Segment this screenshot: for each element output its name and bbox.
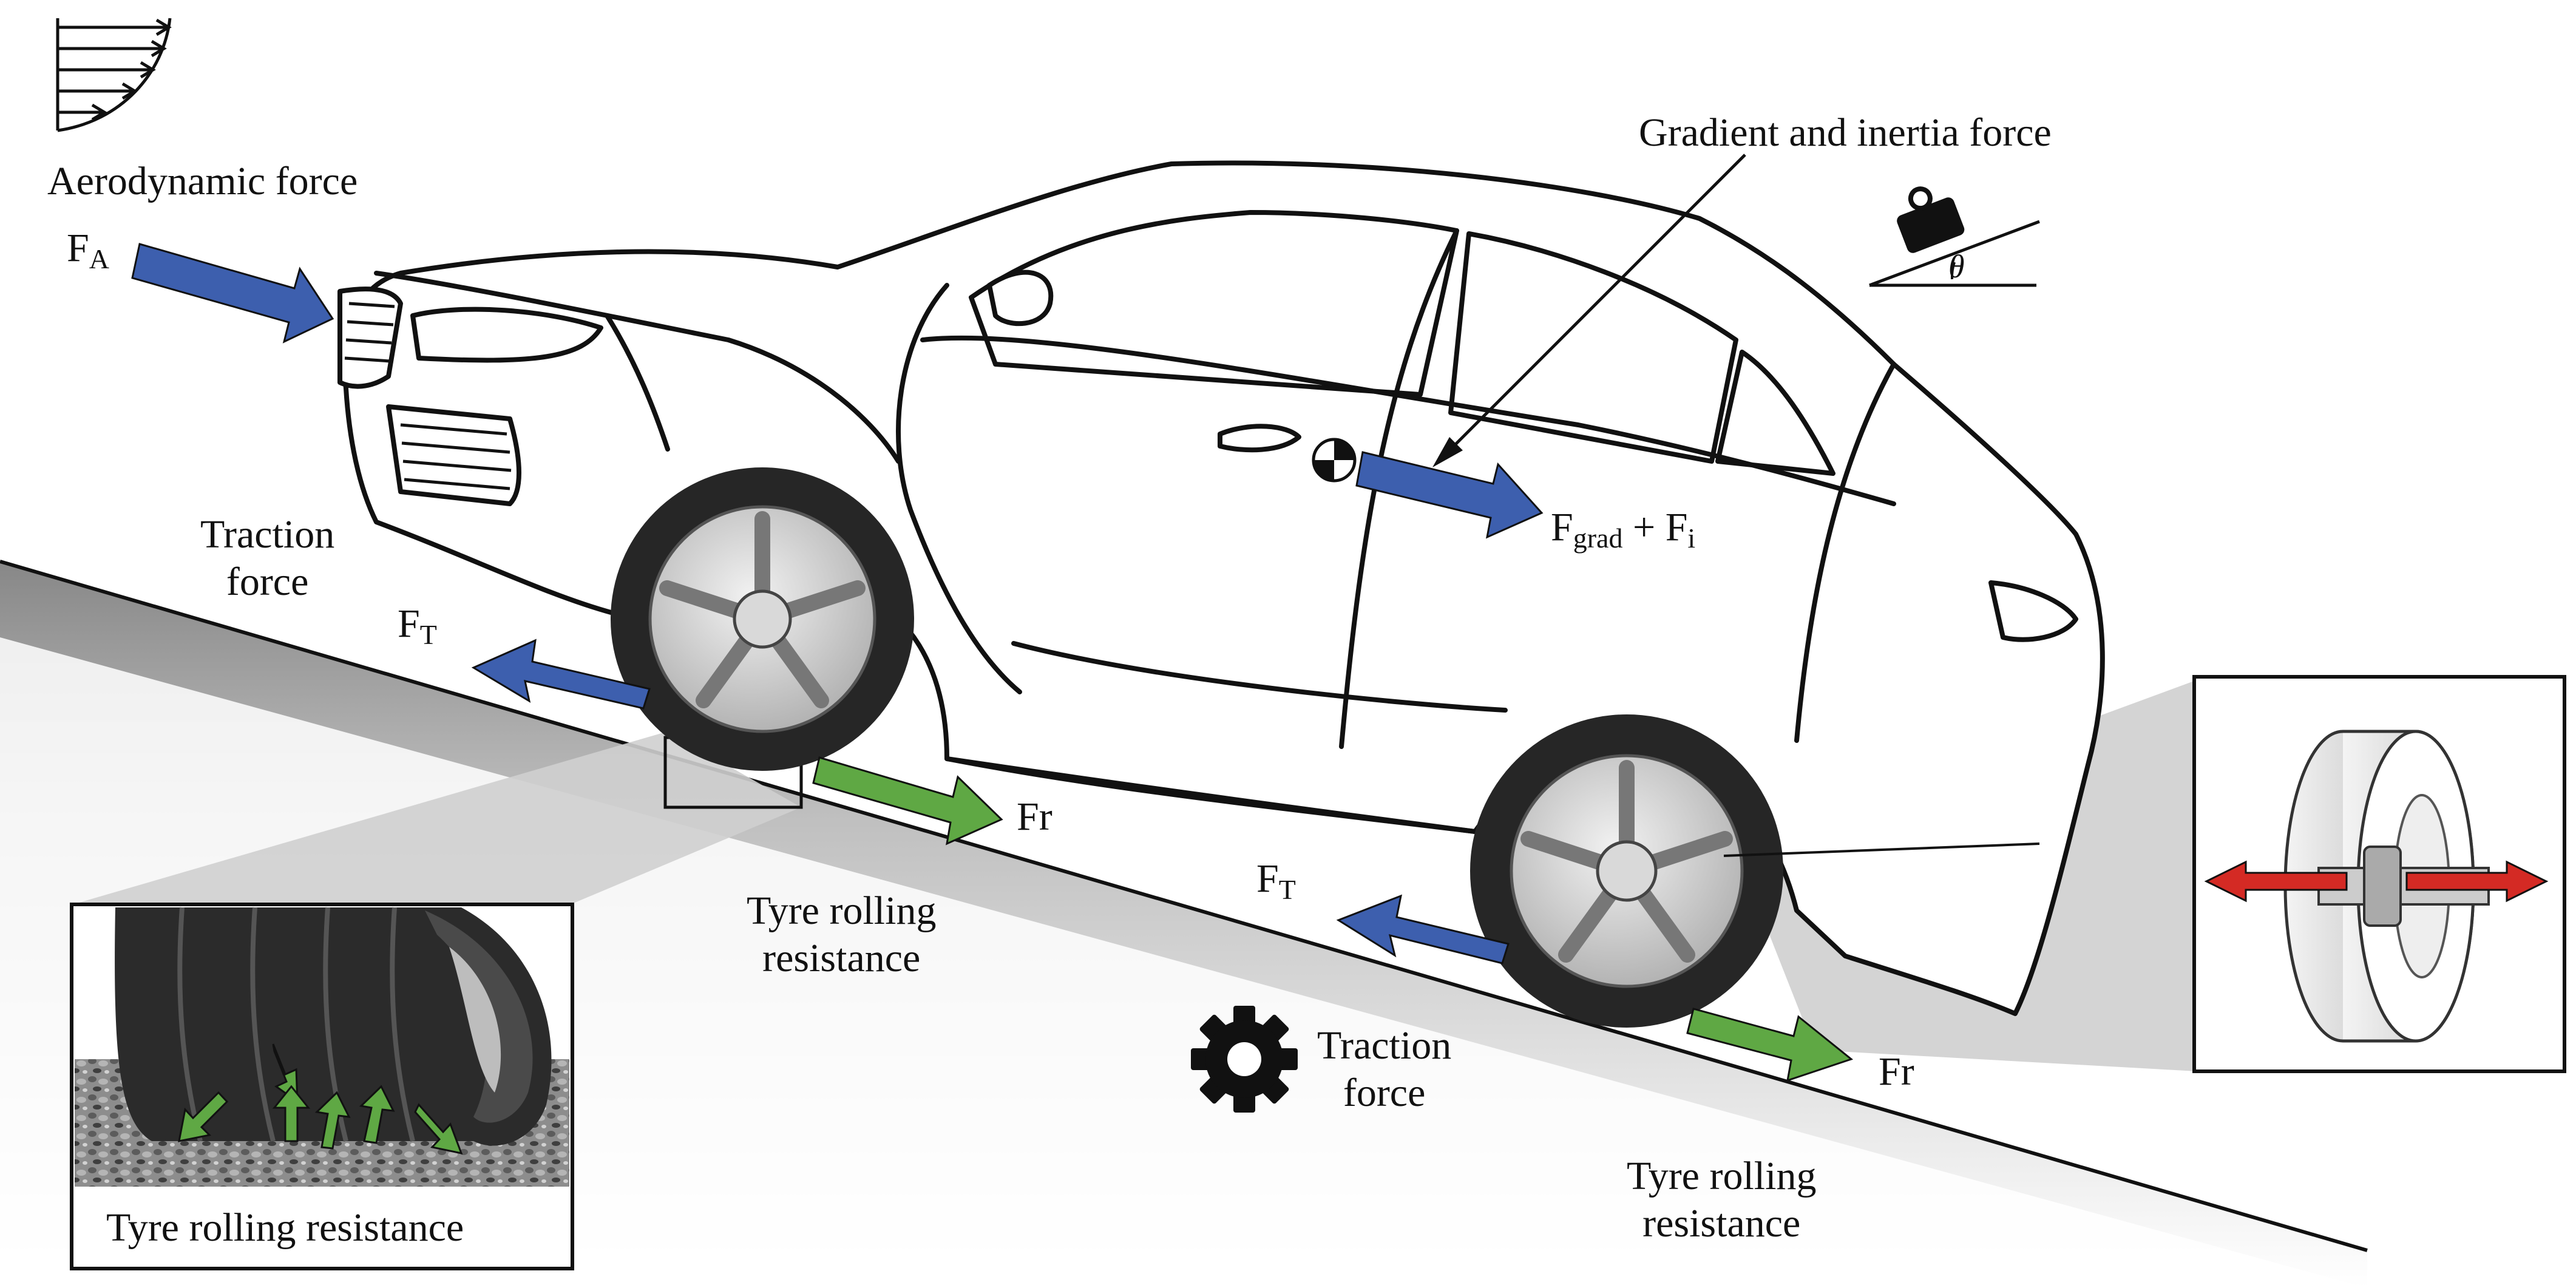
rear-wheel (1470, 714, 1783, 1028)
fgrad-fi-label: Fgrad + Fi (1551, 507, 1695, 552)
car-body (337, 160, 2105, 1016)
rolling-rear-line1: Tyre rolling (1627, 1154, 1817, 1198)
traction-rear-line1: Traction (1317, 1023, 1452, 1068)
traction-rear-line2: force (1343, 1071, 1426, 1115)
center-of-gravity-icon (1312, 438, 1357, 483)
aerodynamic-force-label: Aerodynamic force (47, 159, 358, 203)
gradient-inertia-label: Gradient and inertia force (1639, 110, 2052, 155)
rolling-rear-line2: resistance (1642, 1201, 1801, 1246)
weight-on-slope-icon (1869, 186, 2040, 287)
traction-front-line1: Traction (200, 512, 335, 557)
fgrad-arrow (1355, 451, 1544, 539)
fgrad-label-plus: + F (1622, 505, 1688, 549)
wheel-hub-inset (2192, 675, 2566, 1073)
ft-label-rear: FT (1256, 859, 1296, 904)
fgrad-label-sub: grad (1573, 523, 1623, 554)
tyre-rolling-label-rear: Tyre rolling resistance (1627, 1156, 1816, 1244)
fa-label-sub: A (89, 243, 109, 274)
inset-caption: Tyre rolling resistance (106, 1205, 464, 1250)
fgrad-label-main: F (1551, 505, 1573, 549)
gradient-pointer (1432, 154, 1746, 467)
traction-force-label-front: Traction force (200, 515, 334, 602)
front-wheel (611, 467, 914, 771)
fa-arrow (131, 243, 334, 344)
tyre-rolling-label-front: Tyre rolling resistance (747, 891, 936, 978)
ft-rear-sub: T (1278, 874, 1296, 905)
fr-label-rear: Fr (1879, 1049, 1914, 1094)
wind-profile-icon (56, 18, 172, 132)
tyre-contact-inset (70, 903, 574, 1270)
zoom-line-rear (1723, 842, 2040, 857)
traction-front-line2: force (226, 560, 309, 604)
grille-slats (344, 302, 512, 490)
fr-label-front: Fr (1017, 795, 1052, 839)
fa-label-main: F (67, 226, 89, 270)
gear-icon (1191, 1006, 1298, 1113)
fi-label-sub: i (1687, 523, 1696, 554)
fr-arrow-front (812, 756, 1003, 846)
theta-label: θ (1948, 248, 1965, 285)
traction-force-label-rear: Traction force (1317, 1026, 1451, 1113)
fa-label: FA (67, 228, 109, 273)
ft-rear-main: F (1256, 856, 1279, 901)
rolling-front-line1: Tyre rolling (747, 889, 937, 933)
ft-arrow-rear (1336, 894, 1510, 964)
fr-arrow-rear (1686, 1008, 1854, 1082)
ft-front-main: F (398, 602, 420, 646)
ft-arrow-front (471, 639, 651, 710)
ft-front-sub: T (419, 619, 437, 650)
ft-label-front: FT (398, 604, 437, 649)
rolling-front-line2: resistance (762, 936, 921, 980)
